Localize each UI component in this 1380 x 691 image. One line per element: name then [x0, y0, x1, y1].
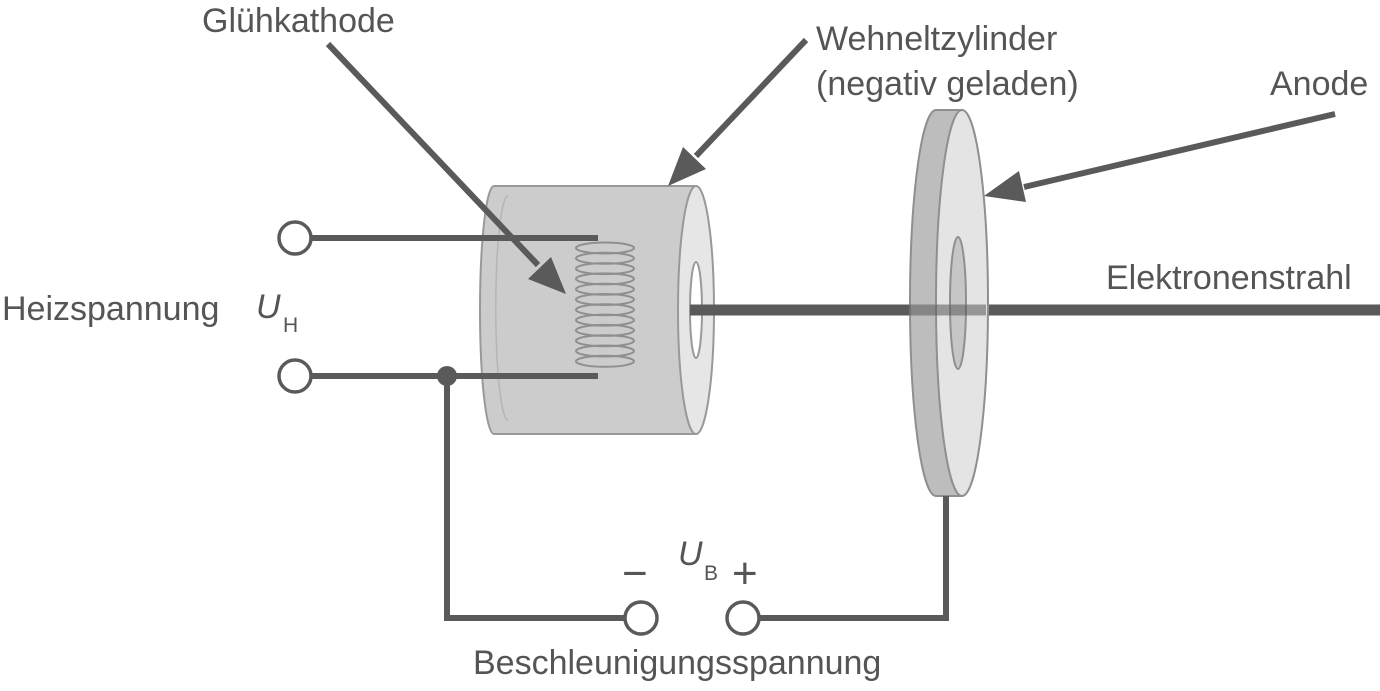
coil-turn	[575, 354, 635, 368]
plus-sign: +	[732, 549, 758, 598]
beam-label: Elektronenstrahl	[1106, 259, 1352, 297]
wehnelt-cylinder	[479, 185, 715, 435]
heating-voltage-symbol: U	[256, 288, 281, 326]
heating-voltage-subscript: H	[283, 314, 299, 337]
cathode-coil	[575, 241, 635, 368]
minus-sign: −	[622, 549, 648, 598]
heating-terminal-bottom	[277, 358, 313, 394]
wehnelt-label-line2: (negativ geladen)	[816, 65, 1079, 103]
accel-terminal-minus	[623, 600, 659, 636]
heating-terminal-top	[277, 220, 313, 256]
heating-voltage-label: Heizspannung	[2, 290, 220, 328]
accel-voltage-label: Beschleunigungsspannung	[473, 644, 882, 682]
accel-voltage-symbol: U	[678, 535, 703, 573]
accel-voltage-subscript: B	[704, 562, 719, 585]
acceleration-circuit	[444, 376, 949, 621]
junction-dot	[437, 366, 457, 386]
anode-label: Anode	[1270, 65, 1369, 103]
wehnelt-label-line1: Wehneltzylinder	[816, 20, 1058, 58]
pointer-arrows	[325, 37, 1336, 294]
accel-terminal-plus	[725, 600, 761, 636]
cathode-label: Glühkathode	[202, 2, 395, 40]
anode-disk	[908, 109, 989, 497]
